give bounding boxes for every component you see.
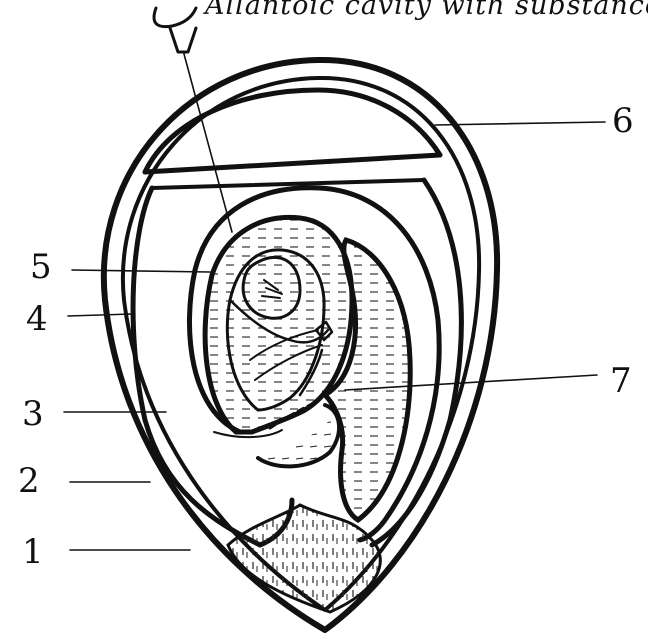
air-space-floor	[145, 155, 440, 172]
label-4: 4	[26, 299, 48, 339]
label-1: 1	[22, 532, 44, 572]
label-6: 6	[612, 101, 634, 141]
label-2: 2	[18, 461, 40, 501]
diagram-caption: Allantoic cavity with substance	[202, 0, 648, 21]
label-5: 5	[30, 247, 52, 287]
label-7: 7	[610, 361, 632, 401]
label-3: 3	[22, 394, 44, 434]
pointer-mark	[154, 8, 196, 52]
